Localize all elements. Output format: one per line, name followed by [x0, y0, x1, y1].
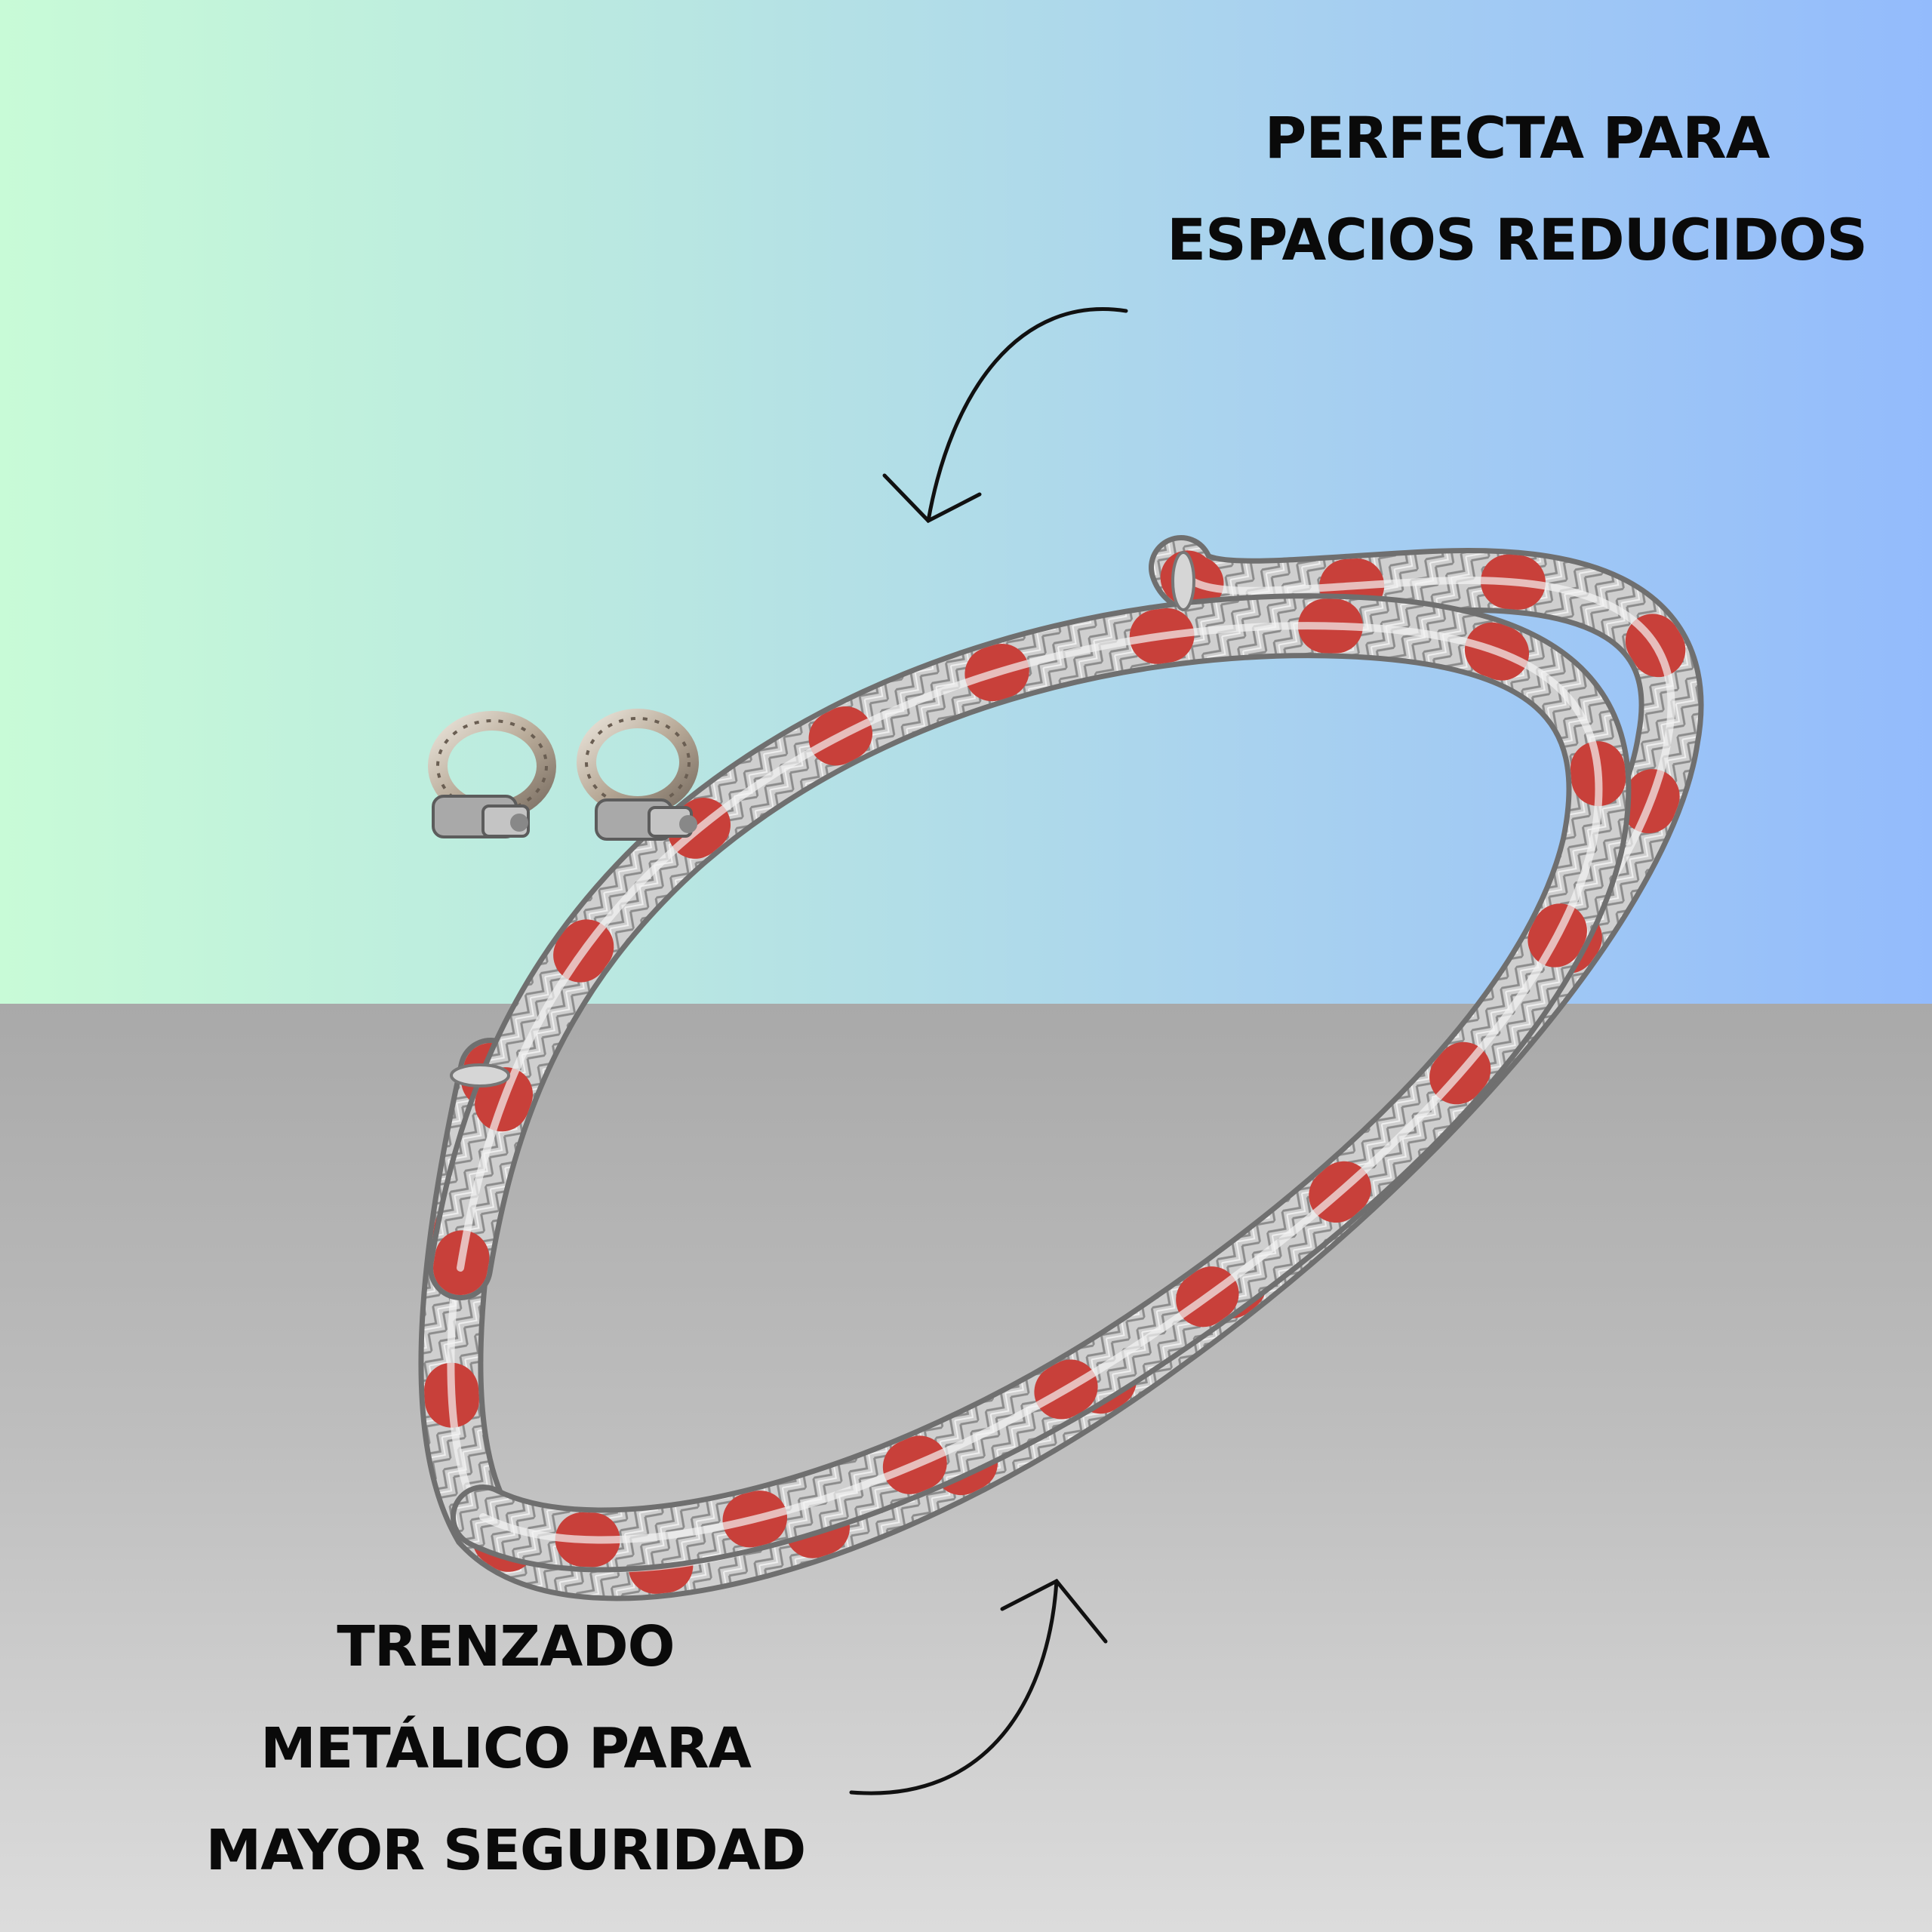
hose-clamp: [428, 711, 556, 838]
caption-line: MAYOR SEGURIDAD: [205, 1818, 807, 1883]
caption-line: METÁLICO PARA: [260, 1716, 752, 1781]
caption-line: ESPACIOS REDUCIDOS: [1167, 206, 1868, 273]
hose-clamp: [577, 709, 699, 841]
caption-bottom: TRENZADO METÁLICO PARA MAYOR SEGURIDAD: [136, 1596, 875, 1902]
curved-arrow-icon: [882, 307, 1128, 524]
caption-line: PERFECTA PARA: [1264, 104, 1770, 171]
curved-arrow-icon: [849, 1578, 1108, 1795]
caption-line: TRENZADO: [337, 1614, 675, 1679]
braided-hose: [418, 535, 1704, 1601]
caption-top: PERFECTA PARA ESPACIOS REDUCIDOS: [1117, 87, 1917, 291]
